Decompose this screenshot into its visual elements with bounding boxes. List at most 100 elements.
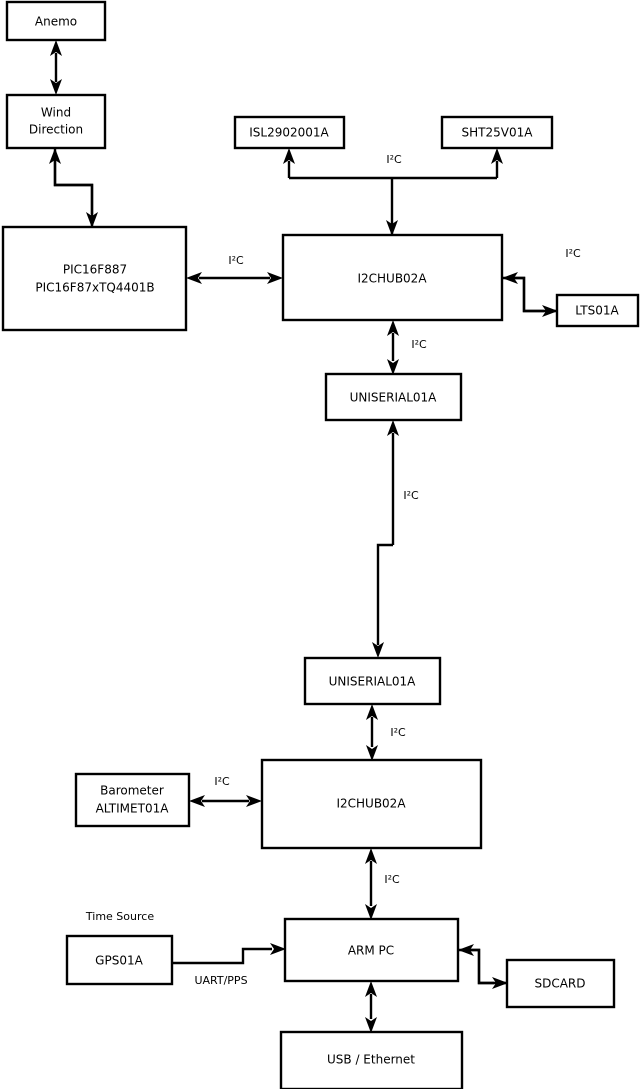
arrow-head-down <box>365 1017 377 1033</box>
edge-label-uni2-hub2: I²C <box>390 726 406 739</box>
arrow-head-up <box>366 704 378 720</box>
node-i2chub02a-top[interactable]: I2CHUB02A <box>281 233 504 322</box>
arrow-head-into-sdcard <box>492 977 508 989</box>
edge-line-into-armpc <box>471 948 507 985</box>
node-pic16f887[interactable]: PIC16F887 PIC16F87xTQ4401B <box>1 225 188 332</box>
edge-hub-top-sensors <box>283 148 503 236</box>
edge-line-down <box>53 148 94 214</box>
node-box[interactable] <box>260 758 483 850</box>
label-time-source: Time Source <box>85 910 154 923</box>
node-label-line1: PIC16F887 <box>63 263 127 277</box>
edge-armpc-usb <box>365 981 377 1033</box>
node-box[interactable] <box>281 233 504 322</box>
arrow-head-left <box>186 272 202 284</box>
node-label: I2CHUB02A <box>357 272 427 286</box>
node-sdcard[interactable]: SDCARD <box>505 958 616 1009</box>
arrow-head-down <box>86 212 98 228</box>
edge-hub-top-lts <box>502 272 558 317</box>
arrow-head-left <box>189 795 205 807</box>
node-box[interactable] <box>74 772 191 828</box>
node-label: ARM PC <box>348 944 394 958</box>
arrow-head-down <box>365 904 377 920</box>
edge-wind-pic <box>49 148 98 228</box>
edge-pic-hub-top <box>186 272 283 284</box>
arrow-head-up <box>365 981 377 997</box>
node-uniserial01a-lower[interactable]: UNISERIAL01A <box>303 656 442 706</box>
node-barometer-altimet01a[interactable]: Barometer ALTIMET01A <box>74 772 191 828</box>
node-wind-direction[interactable]: Wind Direction <box>5 93 107 150</box>
node-box[interactable] <box>555 293 640 328</box>
edge-line <box>172 947 272 965</box>
edge-gps-armpc <box>172 943 286 965</box>
node-box[interactable] <box>283 917 460 983</box>
node-box[interactable] <box>5 0 107 42</box>
node-arm-pc[interactable]: ARM PC <box>283 917 460 983</box>
arrow-head-into-lts <box>542 305 558 317</box>
node-box[interactable] <box>233 115 346 150</box>
node-label: SDCARD <box>534 977 585 991</box>
edge-line-up <box>53 161 94 227</box>
node-box[interactable] <box>5 93 107 150</box>
node-box[interactable] <box>505 958 616 1009</box>
edge-line-into-lts <box>502 276 544 313</box>
arrow-head-right <box>267 272 283 284</box>
node-gps01a[interactable]: GPS01A <box>65 934 174 986</box>
arrow-head-down <box>50 79 62 95</box>
node-box[interactable] <box>440 115 554 150</box>
node-lts01a[interactable]: LTS01A <box>555 293 640 328</box>
node-i2chub02a-bottom[interactable]: I2CHUB02A <box>260 758 483 850</box>
edge-label-hub-uniserial: I²C <box>411 338 427 351</box>
edge-armpc-sdcard <box>458 944 508 989</box>
node-label: SHT25V01A <box>462 126 534 140</box>
arrow-head-isl <box>283 148 295 164</box>
node-label-line2: PIC16F87xTQ4401B <box>35 281 154 295</box>
node-box[interactable] <box>324 372 463 422</box>
node-label: I2CHUB02A <box>336 797 406 811</box>
node-box[interactable] <box>279 1030 464 1089</box>
arrow-head-sht <box>491 148 503 164</box>
arrow-head-down <box>372 642 384 658</box>
edge-label-baro-hub2: I²C <box>214 775 230 788</box>
edge-label-hub-sensors: I²C <box>386 153 402 166</box>
arrow-head-down <box>387 359 399 375</box>
node-usb-ethernet[interactable]: USB / Ethernet <box>279 1030 464 1089</box>
node-label: UNISERIAL01A <box>350 391 438 405</box>
node-label: ISL2902001A <box>249 126 329 140</box>
edge-label-uniserial-link: I²C <box>403 489 419 502</box>
arrow-head-right <box>270 943 286 955</box>
node-label-line2: Direction <box>29 123 83 137</box>
node-label: UNISERIAL01A <box>329 675 417 689</box>
node-sht25v01a[interactable]: SHT25V01A <box>440 115 554 150</box>
edge-label-gps-armpc: UART/PPS <box>194 974 247 987</box>
edge-line-into-hub <box>515 276 557 313</box>
edge-label-hub-lts: I²C <box>565 247 581 260</box>
node-uniserial01a-upper[interactable]: UNISERIAL01A <box>324 372 463 422</box>
edge-label-hub2-armpc: I²C <box>384 873 400 886</box>
arrow-head-hub <box>386 220 398 236</box>
edge-barometer-hub-bottom <box>189 795 262 807</box>
node-label: USB / Ethernet <box>327 1053 415 1067</box>
arrow-head-down <box>366 745 378 761</box>
node-box[interactable] <box>65 934 174 986</box>
edge-line-lower <box>376 543 393 645</box>
edge-uniserial1-uniserial2 <box>372 420 399 658</box>
node-label: Anemo <box>35 15 77 29</box>
node-box[interactable] <box>303 656 442 706</box>
node-isl2902001a[interactable]: ISL2902001A <box>233 115 346 150</box>
edge-hub-top-uniserial1 <box>387 320 399 375</box>
edge-label-pic-hub: I²C <box>228 254 244 267</box>
node-label: LTS01A <box>575 304 619 318</box>
node-label-line2: ALTIMET01A <box>96 802 170 816</box>
node-box[interactable] <box>1 225 188 332</box>
arrow-head-up <box>50 40 62 56</box>
arrow-head-right <box>246 795 262 807</box>
edge-anemo-wind <box>50 40 62 95</box>
arrow-head-up <box>387 320 399 336</box>
edge-uniserial2-hub-bottom <box>366 704 378 761</box>
edge-hub-bottom-armpc <box>365 848 377 920</box>
arrow-head-up <box>365 848 377 864</box>
node-label-line1: Barometer <box>100 784 164 798</box>
node-anemo[interactable]: Anemo <box>5 0 107 42</box>
